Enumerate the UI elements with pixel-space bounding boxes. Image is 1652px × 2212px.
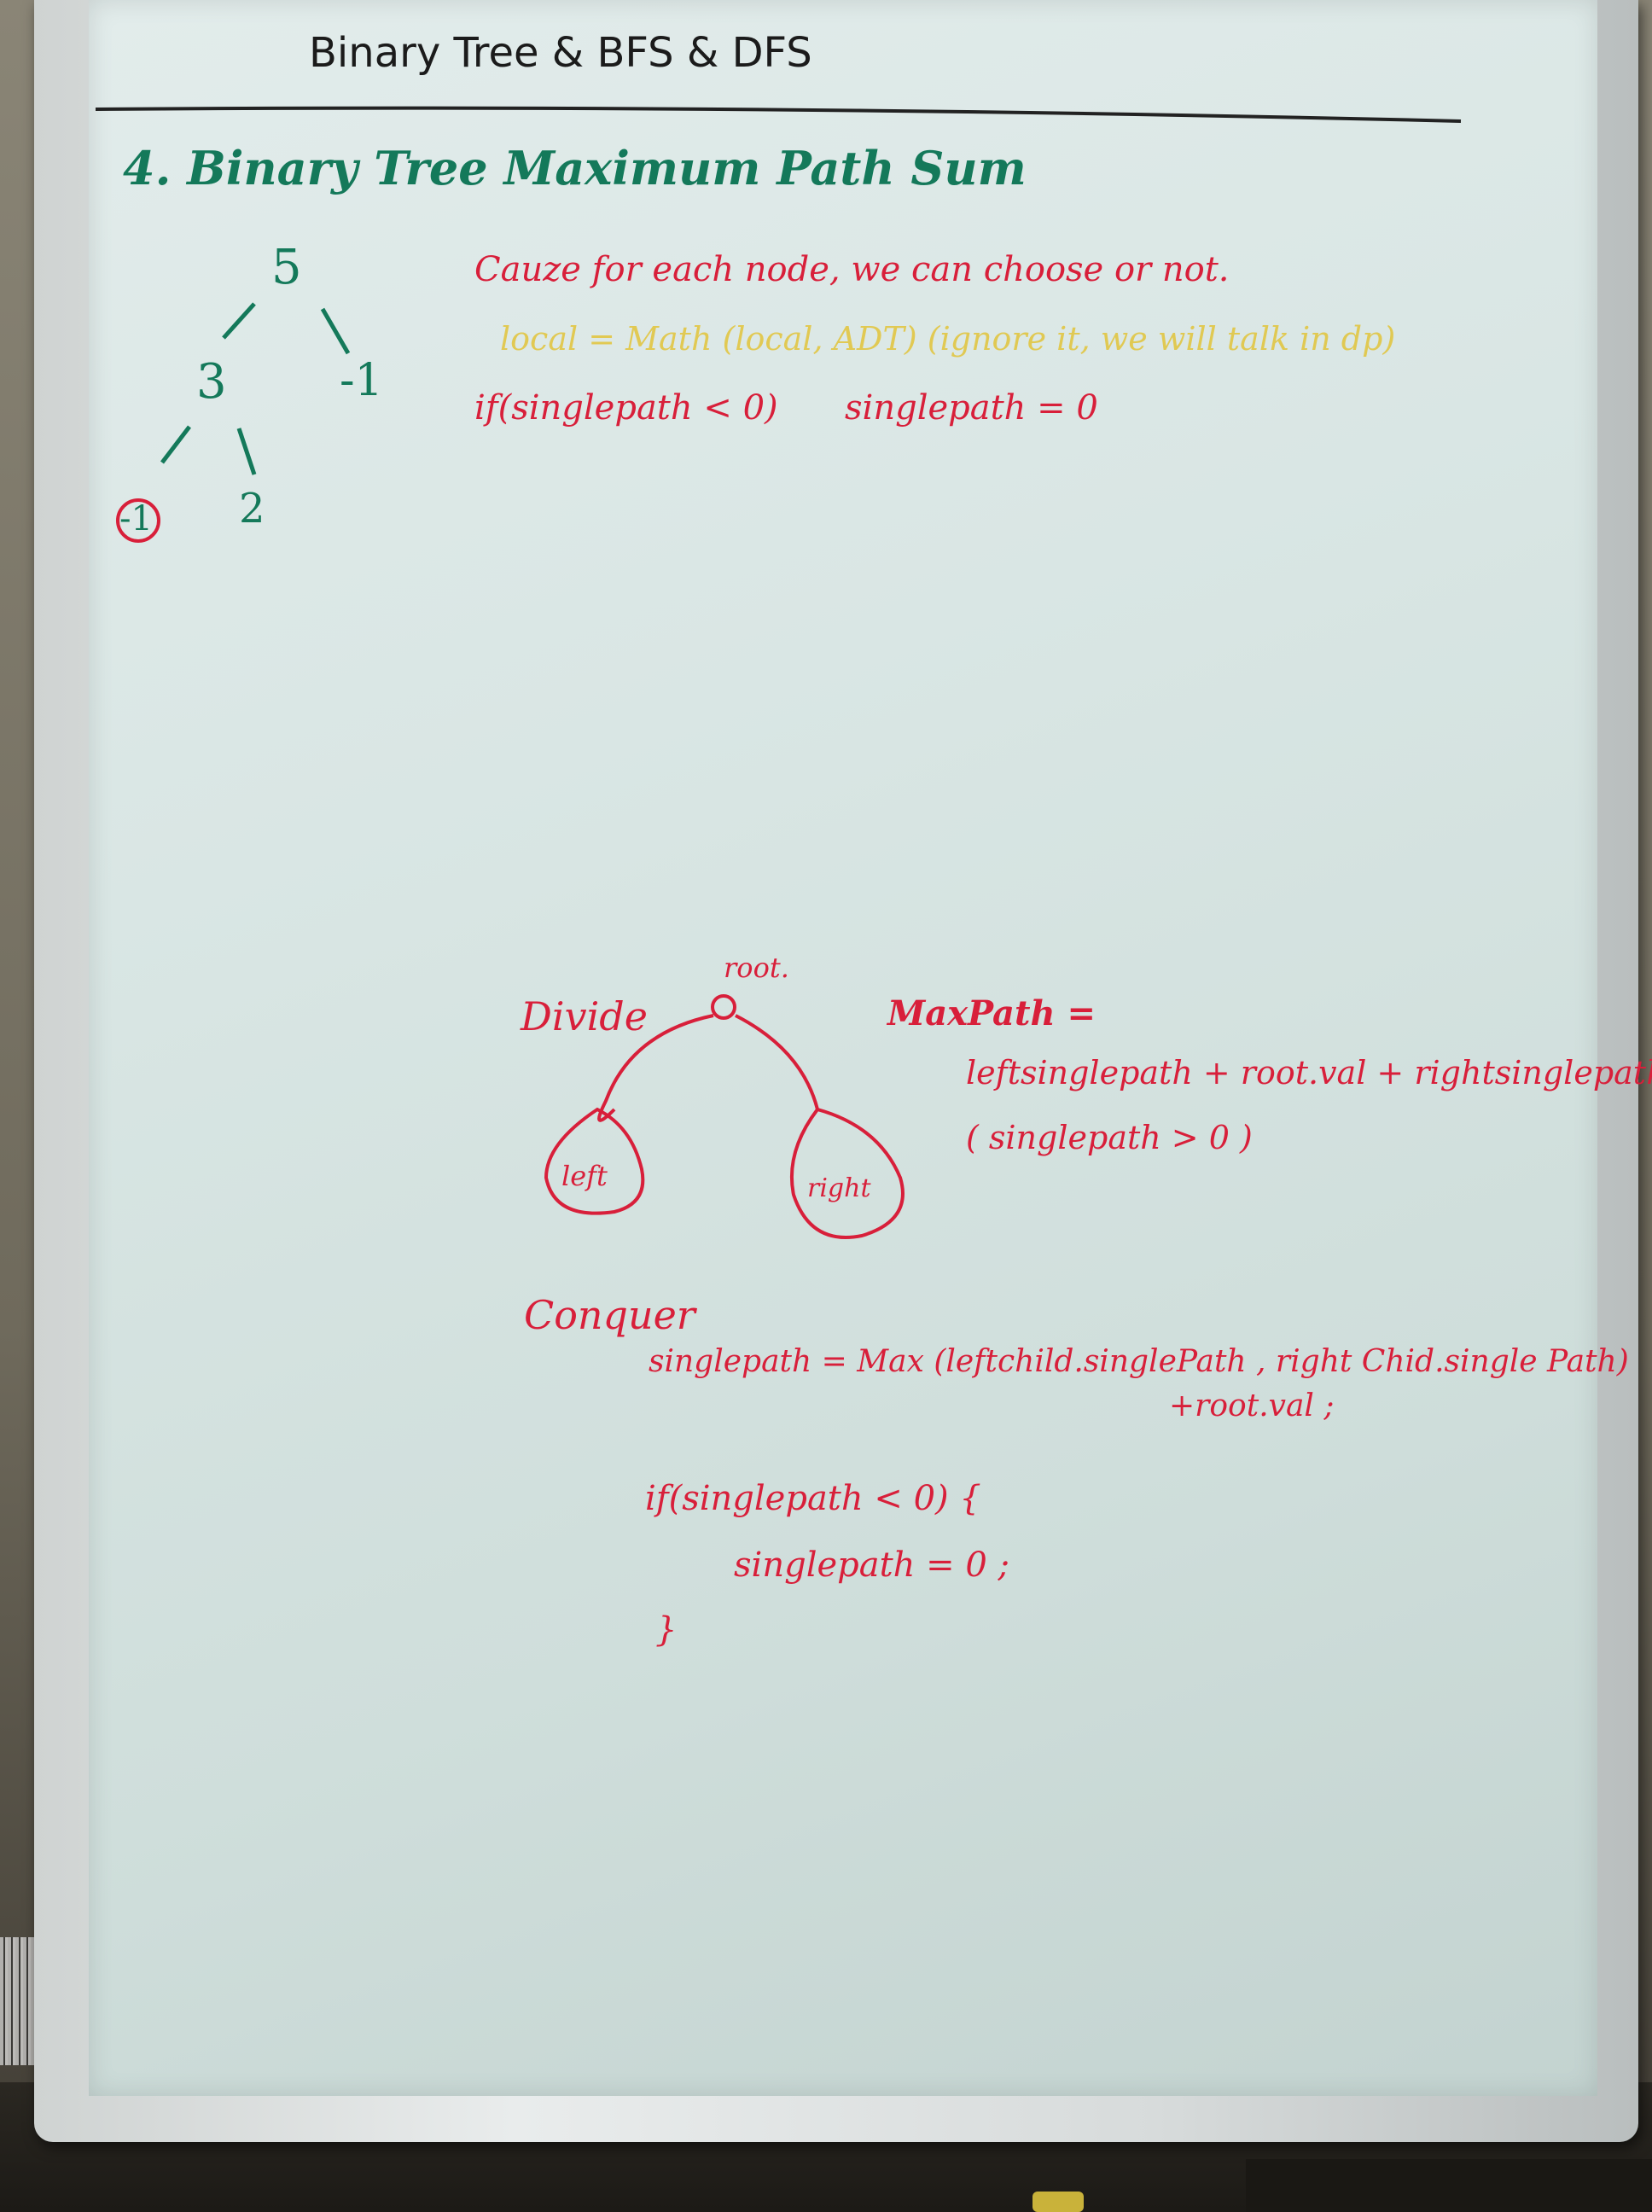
conquer-line-1: singlepath = Max (leftchild.singlePath ,… [649, 1344, 1629, 1379]
conquer-body: singlepath = 0 ; [734, 1545, 1010, 1585]
tree-node-root: 5 [271, 240, 302, 295]
conquer-if-open: if(singlepath < 0) { [645, 1479, 981, 1518]
maxpath-condition: ( singlepath > 0 ) [966, 1119, 1253, 1156]
tree-edge-root-left [222, 302, 256, 340]
highlight-circle-negative-leaf [116, 498, 160, 543]
tree-edge-left-left [160, 425, 191, 464]
note-local: local = Math (local, ADT) (ignore it, we… [500, 320, 1396, 358]
note-cause: Cauze for each node, we can choose or no… [474, 250, 1230, 289]
tree-node-left-right: 2 [239, 485, 265, 533]
tree-node-left-left: -1 [119, 499, 153, 538]
diagram-left-subtree [544, 1107, 645, 1215]
diagram-edge-left [597, 1014, 714, 1122]
diagram-root-node [711, 994, 736, 1020]
header-divider-line [95, 106, 1462, 123]
maxpath-expression: leftsinglepath + root.val + rightsinglep… [966, 1054, 1652, 1091]
marker-cap [1032, 2192, 1084, 2212]
maxpath-title: MaxPath = [887, 993, 1096, 1033]
tree-node-right: -1 [340, 355, 383, 406]
tree-edge-left-right [236, 428, 257, 475]
note-if: if(singlepath < 0) [474, 388, 778, 428]
note-assign: singlepath = 0 [845, 388, 1098, 428]
diagram-right-label: right [807, 1173, 871, 1203]
conquer-line-2: +root.val ; [1169, 1388, 1335, 1423]
diagram-edge-right [735, 1014, 819, 1110]
board-header-title: Binary Tree & BFS & DFS [309, 29, 812, 77]
marker-tray [1246, 2159, 1652, 2212]
diagram-right-subtree [789, 1107, 905, 1239]
problem-heading: 4. Binary Tree Maximum Path Sum [123, 141, 1027, 195]
diagram-root-label: root. [724, 952, 789, 984]
whiteboard-surface [89, 0, 1597, 2096]
divide-label: Divide [521, 993, 648, 1039]
diagram-left-label: left [561, 1160, 608, 1192]
tree-node-left: 3 [196, 354, 227, 410]
tree-edge-root-right [320, 307, 351, 355]
conquer-close: } [655, 1610, 678, 1650]
conquer-label: Conquer [524, 1292, 695, 1338]
